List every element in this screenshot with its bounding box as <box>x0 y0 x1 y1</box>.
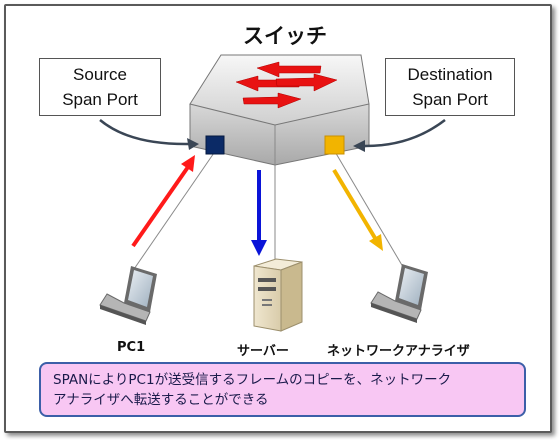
source-span-port-callout: Source Span Port <box>39 58 161 116</box>
analyzer-label: ネットワークアナライザ <box>327 344 470 359</box>
pc1-label: PC1 <box>117 340 146 355</box>
yellow-arrow-icon <box>332 168 383 251</box>
destination-callout-line2: Span Port <box>412 90 488 109</box>
destination-callout-line1: Destination <box>407 65 493 84</box>
destination-span-port <box>324 135 345 155</box>
cable-pc1 <box>131 149 217 273</box>
destination-callout-pointer <box>361 119 446 148</box>
pc1-laptop-icon <box>99 266 157 325</box>
destination-span-port-callout: Destination Span Port <box>385 58 515 116</box>
switch-icon <box>189 54 370 166</box>
source-callout-line1: Source <box>73 65 127 84</box>
switch-arrows-icon <box>235 61 338 109</box>
source-span-port <box>205 135 225 155</box>
blue-arrow-icon <box>251 170 267 256</box>
analyzer-laptop-icon <box>370 264 428 323</box>
switch-top-face <box>189 54 370 126</box>
cables <box>131 149 407 273</box>
server-icon <box>253 258 303 332</box>
server-label: サーバー <box>237 344 289 359</box>
note-line2: アナライザへ転送することができる <box>53 392 269 408</box>
red-arrow-icon <box>131 155 195 248</box>
cable-analyzer <box>333 149 407 273</box>
source-callout-pointer <box>99 119 191 146</box>
switch-title: スイッチ <box>243 24 327 48</box>
explanation-note: SPANによりPC1が送受信するフレームのコピーを、ネットワーク アナライザへ転… <box>39 362 526 417</box>
note-line1: SPANによりPC1が送受信するフレームのコピーを、ネットワーク <box>53 372 452 388</box>
source-callout-line2: Span Port <box>62 90 138 109</box>
